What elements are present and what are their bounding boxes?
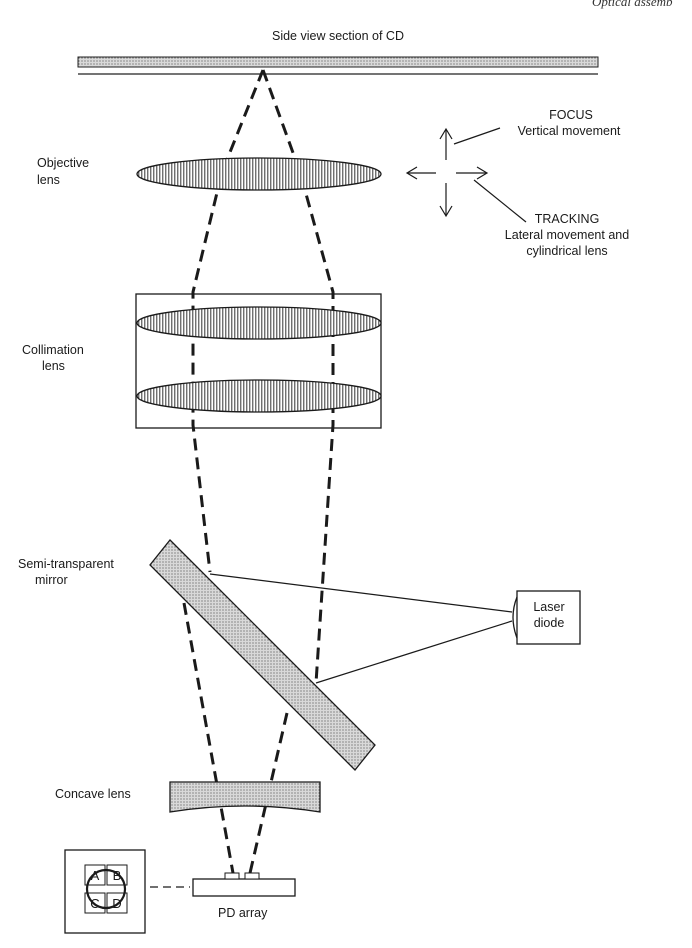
laser-diode [512,590,581,645]
page-header-text: Optical assemb [592,0,673,9]
quadrant-a-label: A [91,868,100,883]
laser-label-line2: diode [534,616,565,630]
objective-label-line2: lens [37,173,60,187]
pd-array [192,872,296,897]
quadrant-d-label: D [112,896,121,911]
quadrant-b-label: B [113,868,122,883]
semi-transparent-mirror [149,539,376,771]
cd-disc-section [77,56,599,75]
focus-sublabel: Vertical movement [518,124,621,138]
laser-emission-lines [209,573,513,684]
objective-lens [136,157,382,191]
focus-label: FOCUS [549,108,593,122]
quadrant-detector-detail [64,849,146,934]
pd-array-label: PD array [218,906,268,920]
tracking-sublabel-line1: Lateral movement and [505,228,629,242]
mirror-label-line2: mirror [35,573,68,587]
cd-section-label: Side view section of CD [272,29,404,43]
mirror-label-line1: Semi-transparent [18,557,114,571]
collimation-label-line1: Collimation [22,343,84,357]
objective-label-line1: Objective [37,156,89,170]
concave-lens [169,781,321,813]
collimation-lens-assembly [135,293,382,429]
focus-tracking-arrows [405,127,527,223]
collimation-lens-lower [136,379,382,413]
collimation-housing [135,293,382,429]
collimation-label-line2: lens [42,359,65,373]
tracking-sublabel-line2: cylindrical lens [526,244,607,258]
laser-label-line1: Laser [533,600,564,614]
concave-lens-label: Concave lens [55,787,131,801]
collimation-lens-upper [136,306,382,340]
tracking-label: TRACKING [535,212,600,226]
quadrant-c-label: C [90,896,99,911]
